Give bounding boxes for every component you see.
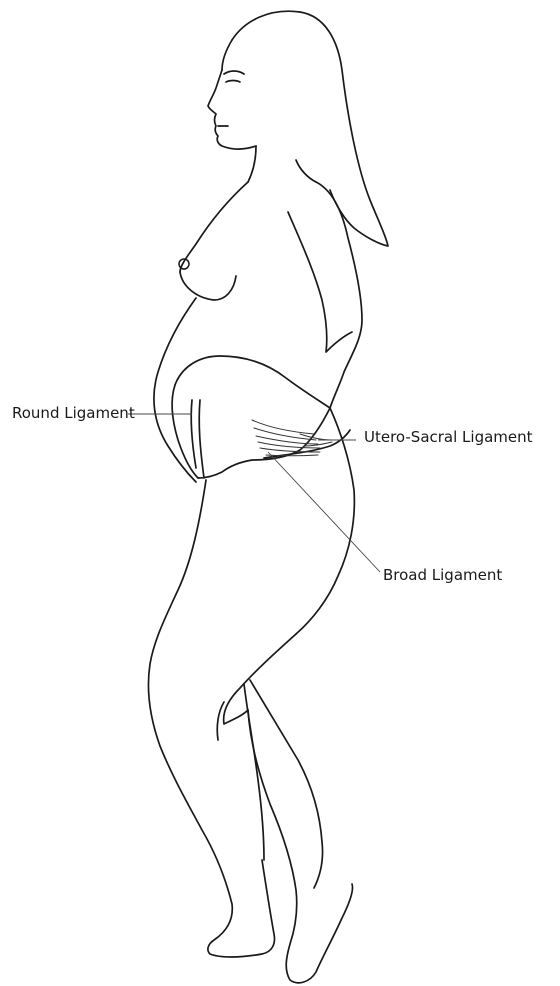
front-thigh-outline xyxy=(148,480,274,957)
hair-inner-line xyxy=(222,40,232,70)
hair-outline xyxy=(232,11,388,246)
round-ligament-label: Round Ligament xyxy=(12,406,135,421)
round-ligament-strand-2 xyxy=(199,400,204,478)
back-outline xyxy=(316,182,362,408)
round-ligament-strand-1 xyxy=(191,400,196,468)
back-calf-outline xyxy=(250,680,323,888)
broad-ligament-label: Broad Ligament xyxy=(383,568,502,583)
hatch-line xyxy=(252,420,314,434)
face-profile xyxy=(208,70,256,149)
eyebrow xyxy=(224,71,244,74)
arm-outline xyxy=(288,212,352,352)
uterus-inner-curve xyxy=(172,385,198,478)
hatch-line xyxy=(258,442,320,448)
buttock-outline xyxy=(296,408,354,634)
uterus-outline xyxy=(175,356,330,478)
front-shin-outline xyxy=(244,684,264,860)
broad-ligament-leader xyxy=(268,452,380,572)
neck-front xyxy=(248,146,256,182)
utero-sacral-ligament-label: Utero-Sacral Ligament xyxy=(364,430,533,445)
chest-outline xyxy=(180,182,248,272)
neck-back xyxy=(296,160,316,182)
hatch-line xyxy=(266,455,318,456)
breast-outline xyxy=(180,272,236,300)
belly-outline xyxy=(154,298,196,482)
back-thigh-outline xyxy=(224,634,296,724)
eye xyxy=(226,81,240,83)
hatch-line xyxy=(256,436,318,444)
